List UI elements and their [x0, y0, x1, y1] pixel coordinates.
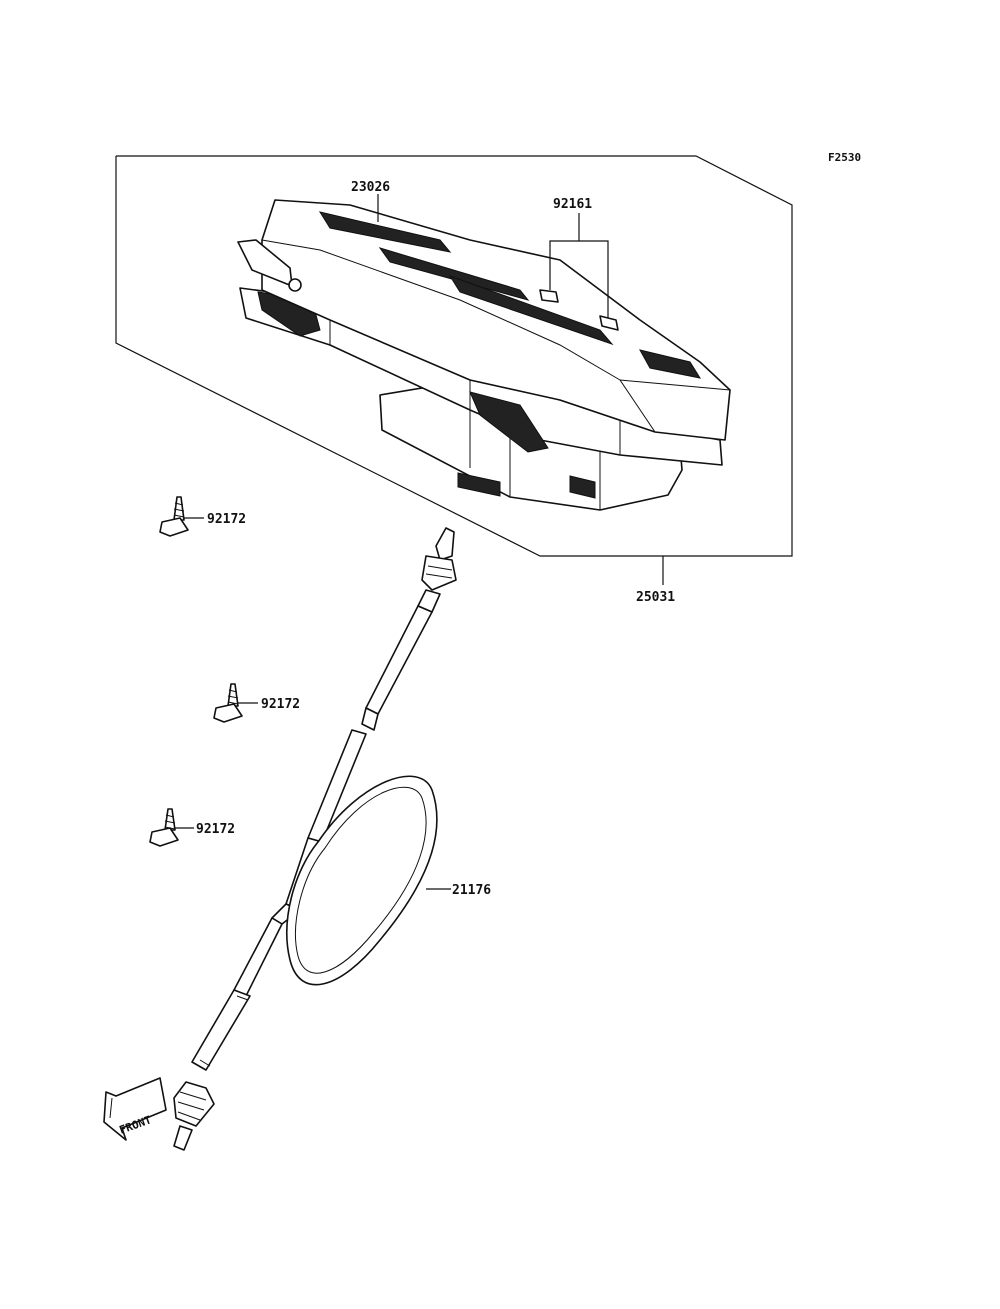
label-92172-c: 92172: [196, 822, 235, 837]
label-21176: 21176: [452, 883, 491, 898]
meter-assembly: [237, 199, 731, 511]
label-92161: 92161: [553, 197, 592, 212]
label-23026: 23026: [351, 180, 390, 195]
label-92172-a: 92172: [207, 512, 246, 527]
label-92172-b: 92172: [261, 697, 300, 712]
screw-2: [213, 683, 243, 723]
label-25031: 25031: [636, 590, 675, 605]
assembly-outline: [115, 155, 793, 557]
speedometer-cable: [173, 527, 457, 1151]
front-arrow-icon: FRONT: [103, 1077, 167, 1141]
screw-3: [149, 808, 179, 847]
screw-1: [159, 496, 189, 537]
figure-code: F2530: [828, 151, 861, 164]
